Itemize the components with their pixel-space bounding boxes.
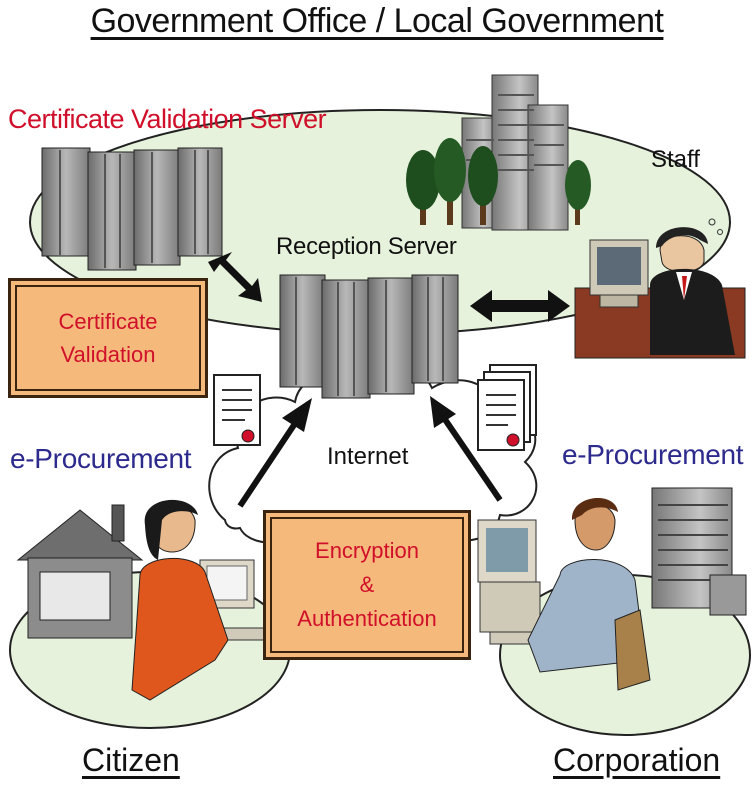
reception-server-icon bbox=[279, 274, 459, 399]
arrow-corporation-to-reception bbox=[430, 396, 503, 502]
arrow-citizen-to-reception bbox=[237, 398, 312, 508]
staff-label: Staff bbox=[651, 146, 700, 173]
eprocurement-label-left: e-Procurement bbox=[10, 443, 192, 474]
internet-label: Internet bbox=[327, 443, 409, 470]
ampersand-line: & bbox=[359, 571, 375, 597]
house-icon bbox=[16, 504, 144, 639]
document-icon-right bbox=[477, 364, 537, 451]
certificate-validation-line-1: Certificate bbox=[58, 309, 158, 334]
double-arrow-reception-to-staff bbox=[470, 290, 570, 322]
citizen-label: Citizen bbox=[82, 742, 180, 778]
corporation-person-icon bbox=[477, 498, 651, 691]
certificate-validation-server-label: Certificate Validation Server bbox=[8, 104, 327, 134]
corporation-label: Corporation bbox=[553, 742, 721, 778]
authentication-line: Authentication bbox=[297, 606, 437, 632]
certificate-validation-box: Certificate Validation bbox=[8, 278, 208, 398]
corporation-building-icon bbox=[651, 487, 747, 616]
reception-server-label: Reception Server bbox=[276, 233, 457, 260]
staff-workstation-icon bbox=[574, 218, 746, 359]
document-icon-left bbox=[213, 374, 261, 446]
eprocurement-label-right: e-Procurement bbox=[562, 439, 744, 470]
certificate-validation-line-2: Validation bbox=[60, 342, 156, 367]
certificate-validation-server-icon bbox=[41, 147, 223, 271]
double-arrow-cv-to-reception bbox=[208, 252, 262, 302]
citizen-person-icon bbox=[131, 499, 265, 701]
trees-icon bbox=[406, 138, 591, 225]
encryption-authentication-box: Encryption & Authentication bbox=[263, 510, 471, 660]
encryption-line: Encryption bbox=[315, 537, 419, 563]
diagram-title: Government Office / Local Government bbox=[90, 2, 664, 40]
